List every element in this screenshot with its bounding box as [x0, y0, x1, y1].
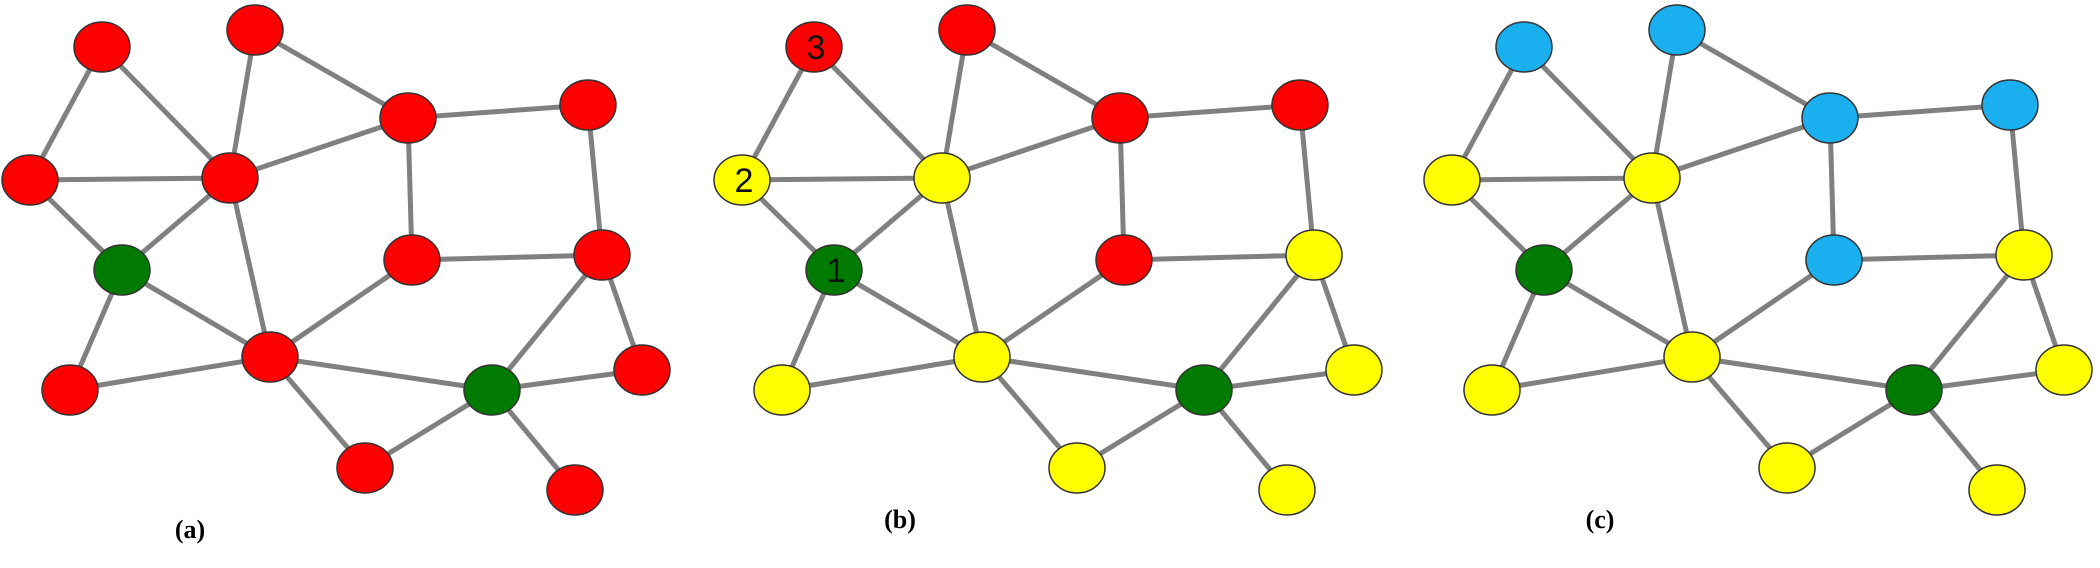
graph-node-green: [93, 244, 151, 296]
graph-edge: [1121, 252, 1317, 263]
graph-node-green: [1515, 244, 1573, 296]
graph-node-red: [241, 331, 299, 383]
graph-edge: [964, 27, 1123, 121]
graph-edge: [1449, 175, 1655, 183]
graph-edge: [1649, 115, 1833, 181]
graph-node-yellow: [1995, 229, 2053, 281]
graph-node-yellow: [913, 152, 971, 204]
graph-node-red: [785, 21, 843, 73]
graph-node-yellow: [1758, 442, 1816, 494]
graph-edge: [1689, 257, 1837, 360]
graph-node-red: [41, 364, 99, 416]
graph-node-yellow: [1325, 344, 1383, 396]
graph-node-red: [379, 92, 437, 144]
graph-edge: [489, 252, 605, 393]
graph-edge: [405, 102, 591, 121]
graph-node-red: [559, 79, 617, 131]
graph-node-red: [201, 152, 259, 204]
graph-edge: [267, 257, 415, 360]
graph-edge: [1827, 102, 2013, 121]
graph-node-yellow: [1663, 331, 1721, 383]
node-number-label: 2: [735, 162, 754, 200]
graph-node-yellow: [1423, 154, 1481, 206]
graph-edge: [939, 175, 985, 360]
graph-edge: [27, 175, 233, 183]
graph-node-yellow: [2035, 344, 2093, 396]
node-number-label: 3: [807, 29, 826, 67]
panel-label-a: (a): [174, 515, 206, 544]
graph-node-red: [938, 4, 996, 56]
graph-node-blue: [1981, 79, 2039, 131]
graph-panel-b: 3 2 1: [713, 4, 1383, 516]
graph-edge: [831, 267, 985, 360]
graph-edge: [409, 252, 605, 263]
graph-panel-c: [1423, 4, 2093, 516]
graph-node-yellow: [753, 364, 811, 416]
graph-node-yellow: [1623, 152, 1681, 204]
graph-node-red: [1, 154, 59, 206]
graph-edge: [119, 267, 273, 360]
graph-edge: [1674, 27, 1833, 121]
graph-node-green: [805, 244, 863, 296]
graph-edge: [1201, 252, 1317, 393]
graph-node-yellow: [1048, 442, 1106, 494]
graph-edge: [227, 175, 273, 360]
graph-edge: [1689, 354, 1917, 393]
graph-node-blue: [1801, 92, 1859, 144]
graph-edge: [1649, 175, 1695, 360]
graph-node-yellow: [1285, 229, 1343, 281]
graph-edge: [227, 115, 411, 181]
graph-node-blue: [1648, 4, 1706, 56]
graph-node-red: [1095, 234, 1153, 286]
graph-panel-a: [1, 4, 671, 516]
graph-edge: [779, 354, 985, 393]
graph-node-yellow: [953, 331, 1011, 383]
panel-label-c: (c): [1585, 505, 1615, 534]
graph-edge: [99, 44, 233, 181]
graph-edge: [1831, 252, 2027, 263]
graph-edge: [1521, 44, 1655, 181]
graph-edge: [1489, 354, 1695, 393]
graph-node-red: [383, 234, 441, 286]
graph-node-yellow: [713, 154, 771, 206]
graph-node-yellow: [1968, 464, 2026, 516]
graph-node-yellow: [1258, 464, 1316, 516]
graph-node-red: [573, 229, 631, 281]
graph-edge: [1117, 102, 1303, 121]
panel-label-b: (b): [884, 505, 916, 534]
graph-node-blue: [1805, 234, 1863, 286]
graph-edge: [979, 354, 1207, 393]
graph-edge: [1911, 252, 2027, 393]
graph-node-blue: [1495, 21, 1553, 73]
graph-edge: [939, 115, 1123, 181]
graph-edge: [252, 27, 411, 121]
node-number-label: 1: [827, 252, 846, 290]
graph-node-green: [1885, 364, 1943, 416]
graph-edge: [267, 354, 495, 393]
graph-node-red: [1091, 92, 1149, 144]
graph-edge: [979, 257, 1127, 360]
graph-node-green: [463, 364, 521, 416]
graph-edge: [67, 354, 273, 393]
graph-node-red: [226, 4, 284, 56]
graph-node-red: [1271, 79, 1329, 131]
graph-node-green: [1175, 364, 1233, 416]
graph-node-red: [336, 442, 394, 494]
graph-node-red: [613, 344, 671, 396]
graph-edge: [1541, 267, 1695, 360]
graph-node-yellow: [1463, 364, 1521, 416]
graph-node-red: [546, 464, 604, 516]
graph-node-red: [73, 21, 131, 73]
graph-edge: [811, 44, 945, 181]
graph-edge: [739, 175, 945, 183]
